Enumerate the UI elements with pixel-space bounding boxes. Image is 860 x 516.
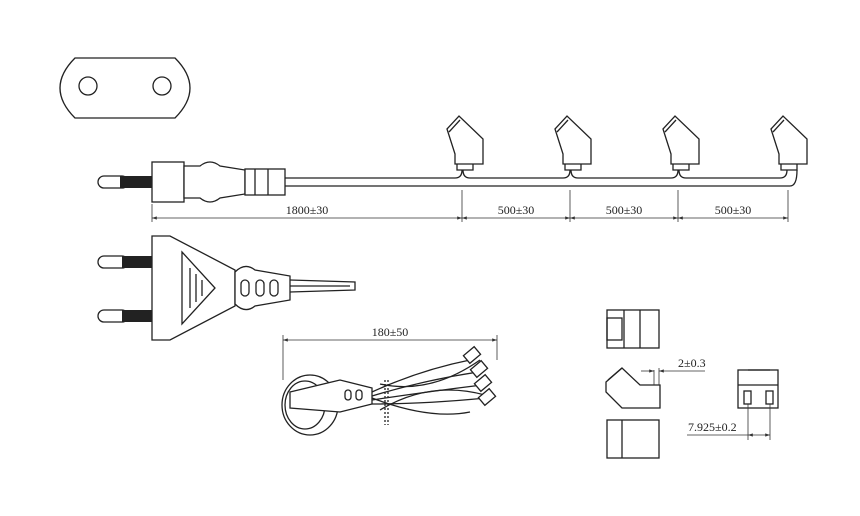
length-dimensions: 1800±30 500±30 500±30 500±30 <box>151 190 789 222</box>
dim-pin-pitch: 7.925±0.2 <box>688 420 737 434</box>
dim-bundle-length: 180±50 <box>372 325 409 339</box>
connector-4 <box>770 115 808 171</box>
dim-cable-length: 1800±30 <box>286 203 329 217</box>
cable-assembly-side-view <box>97 115 808 203</box>
plug-face-outline <box>59 57 191 119</box>
plug-top-view <box>97 235 356 341</box>
connector-2 <box>554 115 592 171</box>
dim-spacing-1: 500±30 <box>498 203 535 217</box>
coiled-cable-bundle: 180±50 <box>281 325 498 436</box>
dim-spacing-3: 500±30 <box>715 203 752 217</box>
dim-offset: 2±0.3 <box>678 356 706 370</box>
connector-1 <box>446 115 484 171</box>
connector-3 <box>662 115 700 171</box>
dim-spacing-2: 500±30 <box>606 203 643 217</box>
connector-detail-views: 2±0.3 7.925±0.2 <box>605 309 779 459</box>
